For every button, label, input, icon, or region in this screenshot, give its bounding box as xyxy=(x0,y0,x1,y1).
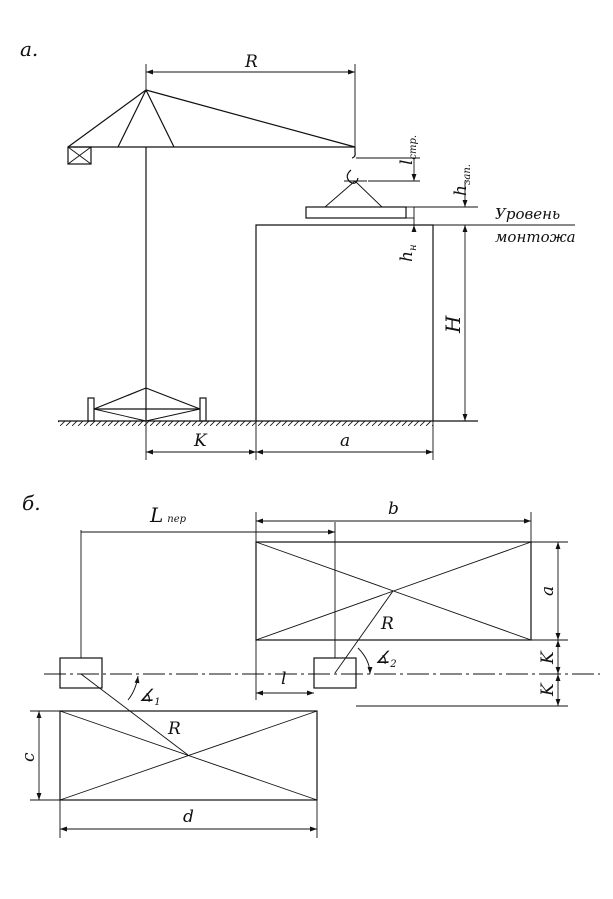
part-b-caption: б. xyxy=(22,491,41,515)
label-l-plan: l xyxy=(281,669,286,689)
label-H: H xyxy=(441,315,465,334)
label-R-lower: R xyxy=(167,719,181,739)
crane-tower xyxy=(67,89,415,421)
dim-d: d xyxy=(59,800,318,838)
label-c: c xyxy=(19,752,39,762)
label-alpha1: ∡1 xyxy=(139,686,161,708)
dim-h-zap: hзап. xyxy=(414,164,478,230)
label-R-upper: R xyxy=(380,614,394,634)
label-d: d xyxy=(183,807,194,827)
dim-H: H xyxy=(441,225,468,421)
part-a-elevation: а. xyxy=(20,37,576,460)
dim-b: b xyxy=(255,499,532,542)
building xyxy=(255,224,575,421)
label-b: b xyxy=(388,499,399,519)
part-a-caption: а. xyxy=(20,37,38,61)
load-element xyxy=(305,206,407,219)
dim-R: R xyxy=(145,52,356,147)
dim-l-str: lстр. xyxy=(356,135,420,182)
counterweight xyxy=(67,146,92,165)
dim-c: c xyxy=(19,710,60,801)
label-K-upper: K xyxy=(538,650,558,665)
crane-position-1 xyxy=(59,657,103,689)
radius-upper: R ∡2 xyxy=(334,590,397,675)
label-a-plan: a xyxy=(538,586,558,596)
label-h-n: hн xyxy=(397,244,419,262)
label-a: a xyxy=(340,431,350,451)
dim-l: l xyxy=(255,640,314,700)
dim-a-K: a K K xyxy=(356,541,568,707)
label-alpha2: ∡2 xyxy=(375,648,397,670)
crane-base xyxy=(87,387,207,422)
label-l-str: lстр. xyxy=(397,135,419,165)
dim-K-a: K a xyxy=(145,421,434,460)
dim-h-n: hн xyxy=(397,218,419,262)
label-K: K xyxy=(193,431,208,451)
radius-lower: R ∡1 xyxy=(80,673,189,756)
level-label-line2: монтожа xyxy=(495,228,576,246)
crane-hook xyxy=(346,169,359,184)
level-label: Уровень монтожа xyxy=(495,205,576,246)
label-h-zap: hзап. xyxy=(451,164,473,196)
ground-line xyxy=(58,420,478,426)
label-R: R xyxy=(244,52,258,72)
label-K-lower: K xyxy=(538,682,558,697)
level-label-line1: Уровень xyxy=(495,205,560,223)
jib-end xyxy=(351,147,356,159)
building-upper xyxy=(255,541,532,641)
building-lower xyxy=(59,710,318,801)
